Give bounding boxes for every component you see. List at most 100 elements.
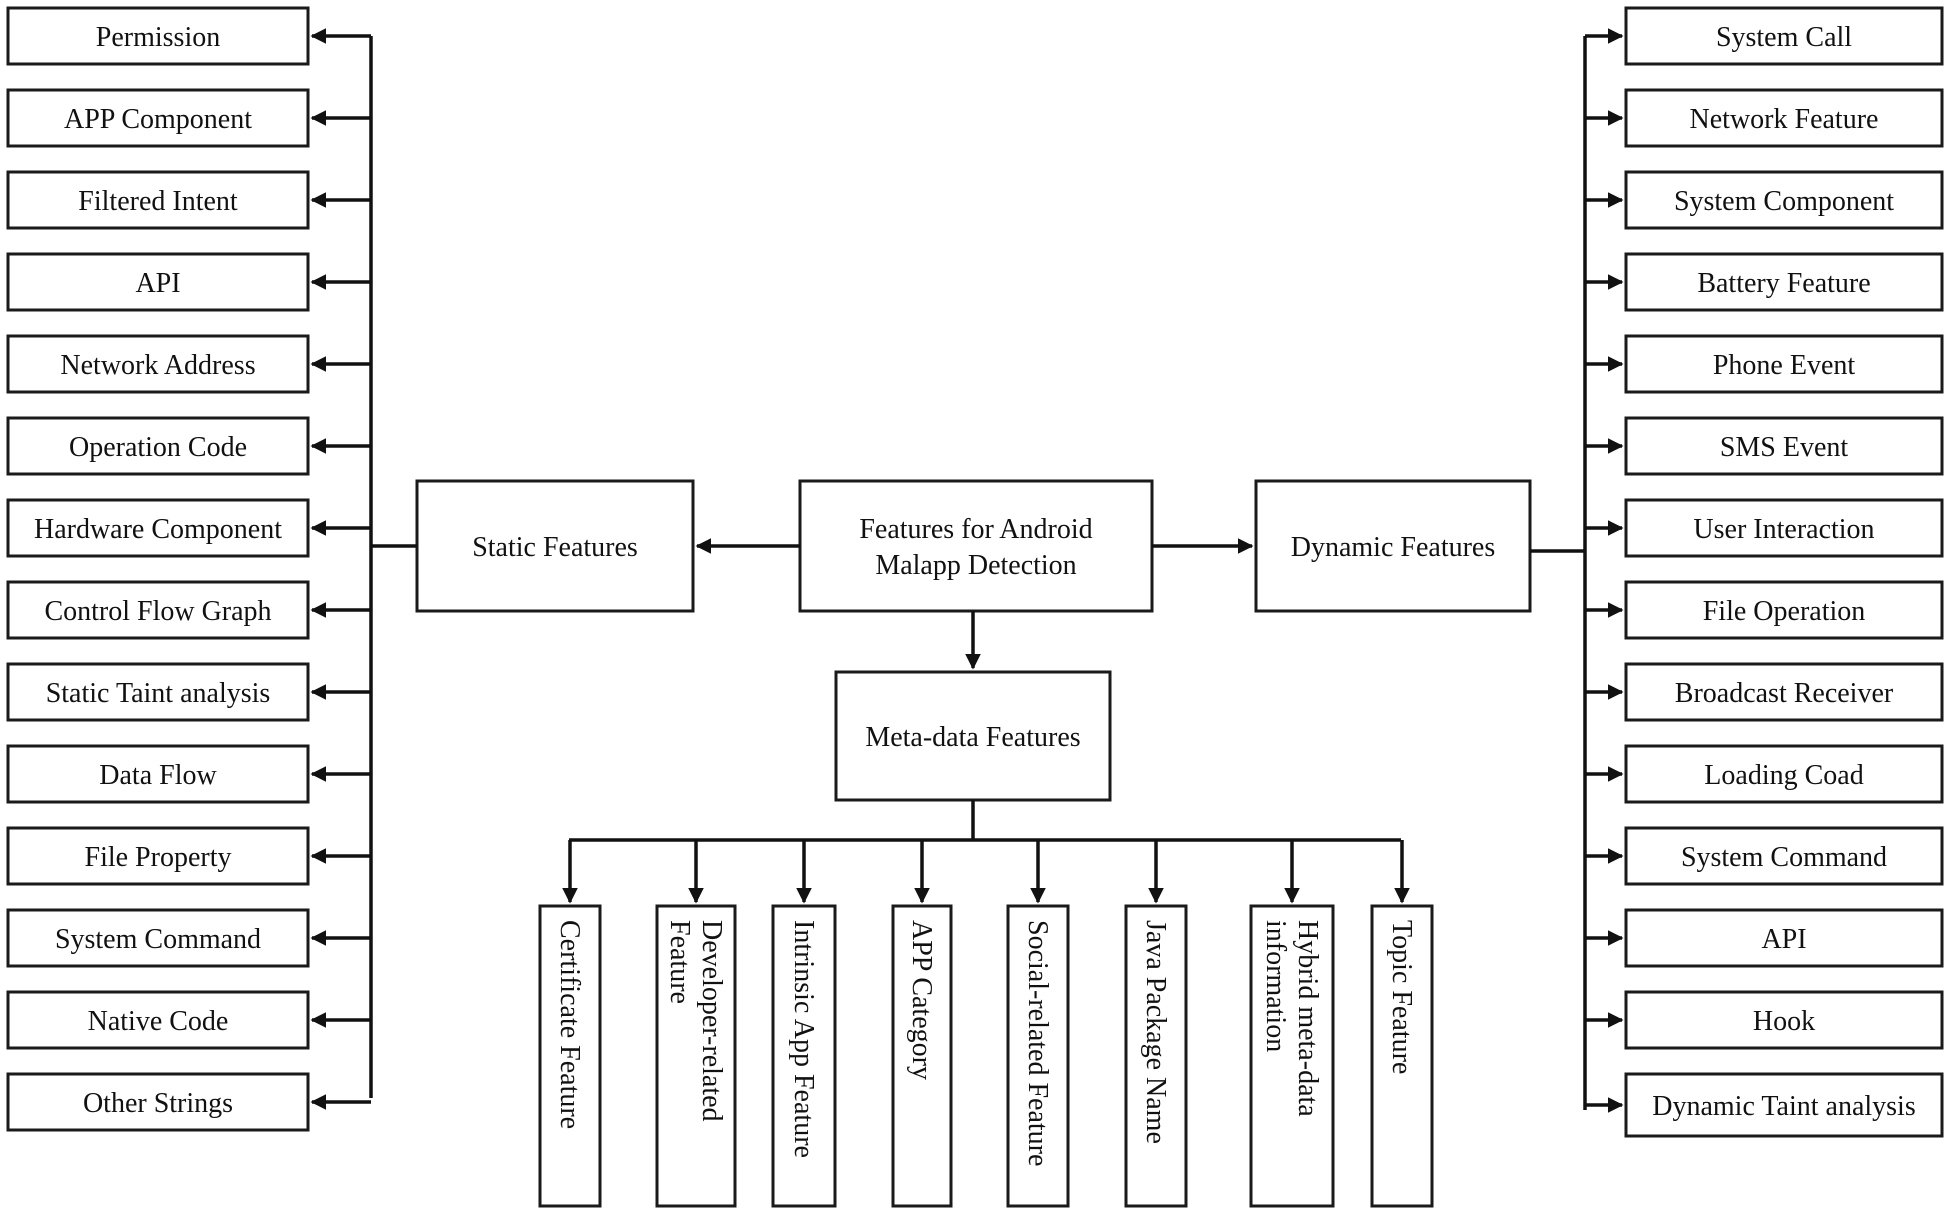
- static-item-system-command: System Command: [6, 908, 371, 968]
- static-item-label: Permission: [96, 22, 220, 53]
- static-item-label: APP Component: [64, 104, 252, 135]
- static-item-box: [6, 1072, 310, 1132]
- dynamic-item-box: [1624, 498, 1944, 558]
- static-item-label: API: [135, 268, 180, 299]
- dynamic-item-broadcast-receiver: Broadcast Receiver: [1585, 662, 1944, 722]
- dynamic-item-box: [1624, 170, 1944, 230]
- meta-item-label: Feature: [664, 920, 695, 1004]
- static-item-box: [6, 990, 310, 1050]
- dynamic-item-box: [1624, 1072, 1944, 1138]
- dynamic-item-box: [1624, 990, 1944, 1050]
- dynamic-item-label: File Operation: [1703, 596, 1866, 627]
- static-item-label: File Property: [85, 842, 232, 873]
- static-item-box: [6, 6, 310, 66]
- dynamic-item-system-command: System Command: [1585, 826, 1944, 886]
- static-item-hardware-component: Hardware Component: [6, 498, 371, 558]
- static-item-box: [6, 744, 310, 804]
- static-item-permission: Permission: [6, 6, 371, 66]
- static-item-box: [6, 416, 310, 476]
- static-item-box: [6, 170, 310, 230]
- dynamic-item-label: SMS Event: [1720, 432, 1849, 463]
- static-item-box: [6, 662, 310, 722]
- static-item-label: Static Taint analysis: [46, 678, 271, 709]
- dynamic-item-box: [1624, 88, 1944, 148]
- meta-item-box: [1370, 904, 1434, 1208]
- dynamic-item-battery-feature: Battery Feature: [1585, 252, 1944, 312]
- meta-item-certificate-feature: Certificate Feature: [538, 840, 602, 1208]
- meta-item-app-category: APP Category: [891, 840, 953, 1208]
- dynamic-item-sms-event: SMS Event: [1585, 416, 1944, 476]
- static-item-control-flow-graph: Control Flow Graph: [6, 580, 371, 640]
- static-item-label: Hardware Component: [34, 514, 282, 545]
- static-item-app-component: APP Component: [6, 88, 371, 148]
- meta-item-label: Social-related Feature: [1022, 920, 1053, 1166]
- dynamic-item-label: Phone Event: [1713, 350, 1856, 381]
- dynamic-item-loading-coad: Loading Coad: [1585, 744, 1944, 804]
- meta-item-box: [771, 904, 837, 1208]
- dynamic-item-box: [1624, 662, 1944, 722]
- dynamic-item-file-operation: File Operation: [1585, 580, 1944, 640]
- dynamic-item-box: [1624, 334, 1944, 394]
- dynamic-item-box: [1624, 580, 1944, 640]
- static-features-label: Static Features: [472, 532, 638, 563]
- dynamic-item-system-call: System Call: [1585, 6, 1944, 66]
- static-item-box: [6, 334, 310, 394]
- meta-item-label: Topic Feature: [1386, 920, 1417, 1074]
- static-item-network-address: Network Address: [6, 334, 371, 394]
- dynamic-features-label: Dynamic Features: [1291, 532, 1496, 563]
- meta-item-label: information: [1260, 920, 1291, 1052]
- meta-item-java-package-name: Java Package Name: [1124, 840, 1188, 1208]
- meta-features-node: Meta-data Features: [834, 670, 1112, 802]
- static-item-box: [6, 88, 310, 148]
- dynamic-item-label: Network Feature: [1690, 104, 1879, 135]
- static-item-box: [6, 252, 310, 312]
- meta-item-box: [1124, 904, 1188, 1208]
- dynamic-features-node: Dynamic Features: [1254, 479, 1532, 613]
- meta-item-label: Developer-related: [696, 920, 727, 1122]
- dynamic-item-system-component: System Component: [1585, 170, 1944, 230]
- dynamic-item-network-feature: Network Feature: [1585, 88, 1944, 148]
- dynamic-item-box: [1624, 908, 1944, 968]
- dynamic-item-label: Battery Feature: [1697, 268, 1870, 299]
- static-item-other-strings: Other Strings: [6, 1072, 371, 1132]
- static-item-box: [6, 826, 310, 886]
- meta-item-social-related-feature: Social-related Feature: [1006, 840, 1070, 1208]
- dynamic-item-box: [1624, 416, 1944, 476]
- center-node-line2: Malapp Detection: [875, 550, 1076, 581]
- center-node: Features for Android Malapp Detection: [798, 479, 1154, 613]
- static-features-node: Static Features: [415, 479, 695, 613]
- meta-item-label: Hybrid meta-data: [1292, 920, 1323, 1117]
- dynamic-item-label: Hook: [1753, 1006, 1815, 1037]
- static-item-filtered-intent: Filtered Intent: [6, 170, 371, 230]
- dynamic-item-box: [1624, 6, 1944, 66]
- static-item-file-property: File Property: [6, 826, 371, 886]
- meta-item-label: APP Category: [906, 920, 937, 1080]
- meta-features-label: Meta-data Features: [865, 722, 1080, 753]
- dynamic-item-api: API: [1585, 908, 1944, 968]
- dynamic-item-label: Loading Coad: [1704, 760, 1863, 791]
- dynamic-item-box: [1624, 252, 1944, 312]
- dynamic-item-label: API: [1761, 924, 1806, 955]
- static-item-operation-code: Operation Code: [6, 416, 371, 476]
- dynamic-item-dynamic-taint-analysis: Dynamic Taint analysis: [1585, 1072, 1944, 1138]
- static-item-native-code: Native Code: [6, 990, 371, 1050]
- dynamic-item-hook: Hook: [1585, 990, 1944, 1050]
- static-item-data-flow: Data Flow: [6, 744, 371, 804]
- static-item-box: [6, 580, 310, 640]
- meta-item-box: [655, 904, 737, 1208]
- meta-item-label: Certificate Feature: [554, 920, 585, 1129]
- meta-item-box: [1006, 904, 1070, 1208]
- meta-item-box: [891, 904, 953, 1208]
- dynamic-item-label: System Command: [1681, 842, 1887, 873]
- dynamic-item-label: User Interaction: [1693, 514, 1874, 545]
- static-item-label: Control Flow Graph: [44, 596, 271, 627]
- meta-item-intrinsic-app-feature: Intrinsic App Feature: [771, 840, 837, 1208]
- meta-item-box: [1249, 904, 1335, 1208]
- static-item-label: Network Address: [60, 350, 255, 381]
- dynamic-item-label: System Component: [1674, 186, 1894, 217]
- meta-item-label: Java Package Name: [1140, 920, 1171, 1144]
- meta-item-label: Intrinsic App Feature: [788, 920, 819, 1158]
